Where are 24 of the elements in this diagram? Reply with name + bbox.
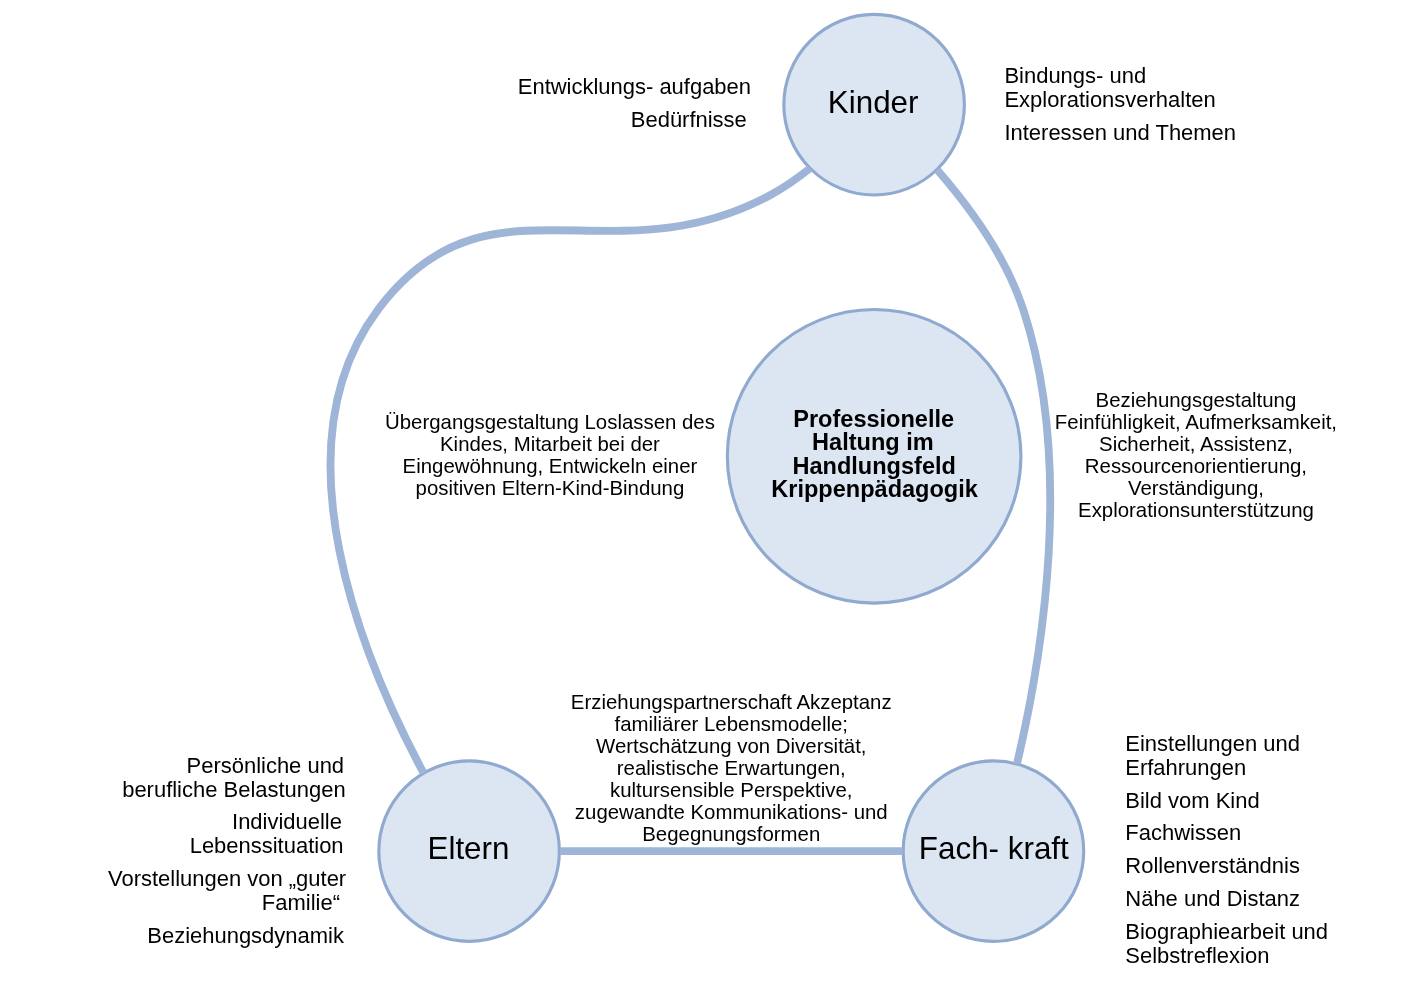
node-label: Biographiearbeit und Selbstreflexion (1124, 919, 1328, 968)
node-label: Bindungs- und Explorationsverhalten (1003, 63, 1216, 112)
node-label: Einstellungen und Erfahrungen (1124, 730, 1300, 780)
node-label: Bedürfnisse (630, 106, 747, 132)
node-label: Individuelle Lebenssituation (189, 809, 344, 859)
node-circle: Kinder (781, 12, 966, 197)
node-label: Interessen und Themen (1003, 119, 1236, 145)
edge-label: Übergangsgestaltung Loslassen des Kindes, Mitarbeit bei der Eingewöhnung, Entwickeln einer positiven Eltern-Kind-Bindung (384, 410, 715, 499)
node-circle: Professionelle Haltung im Handlungsfeld Krippenpädagogik (725, 308, 1022, 605)
node-circle: Fach- kraft (901, 759, 1085, 943)
node-circle: Eltern (376, 759, 561, 943)
node-label: Beziehungsdynamik (146, 922, 344, 948)
connector (933, 167, 1054, 765)
node-label: Vorstellungen von „guter Familie“ (107, 865, 346, 915)
connector (559, 847, 903, 856)
node-label: Fachwissen (1124, 820, 1241, 846)
edge-label: Erziehungspartnerschaft Akzeptanz familiärer Lebensmodelle; Wertschätzung von Diversität, realistische Erwartungen, kultursensible Perspektive, zugewandte Kommunikations- und Begegnungsformen (570, 690, 892, 845)
node-label: Entwicklungs- aufgaben (517, 74, 751, 100)
edge-label: Beziehungsgestaltung Feinfühligkeit, Aufmerksamkeit, Sicherheit, Assistenz, Ressourcenorientierung, Verständigung, Explorationsunterstützung (1054, 388, 1337, 521)
node-label: Nähe und Distanz (1124, 886, 1300, 912)
node-label: Rollenverständnis (1124, 853, 1300, 879)
node-label: Persönliche und berufliche Belastungen (121, 752, 346, 802)
node-label: Bild vom Kind (1124, 787, 1260, 813)
connector (326, 165, 812, 775)
